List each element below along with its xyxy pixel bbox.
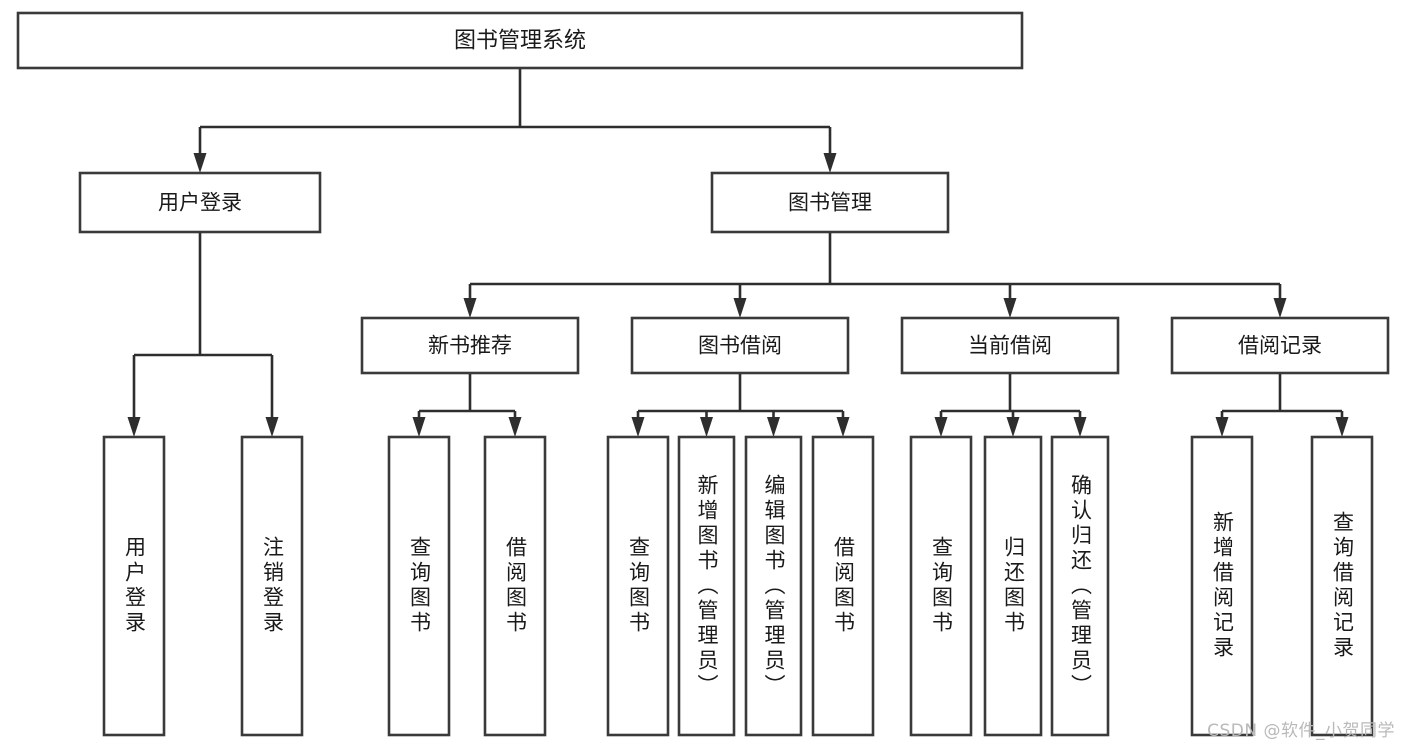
arrowhead [836,417,850,437]
node-box-leaf-user-login[interactable] [102,435,166,737]
arrowhead [934,417,948,437]
connector-layer [127,68,1349,437]
arrowhead [412,417,426,437]
arrowhead [1003,298,1017,318]
arrowhead [700,417,713,437]
node-box-layer [16,11,1390,737]
arrowhead [1335,417,1349,437]
watermark: CSDN @软件_小贺同学 [1207,721,1395,741]
node-box-book-borrow[interactable] [630,316,850,375]
node-box-root[interactable] [16,11,1024,70]
arrowhead [508,417,522,437]
arrowhead [127,417,141,437]
node-box-borrow-record[interactable] [1170,316,1390,375]
node-box-leaf-add-record[interactable] [1190,435,1254,737]
node-label-borrow-record: 借阅记录 [1238,334,1322,358]
node-box-leaf-query-book-3[interactable] [909,435,973,737]
arrowhead [1273,298,1287,318]
arrowhead [1073,417,1087,437]
node-box-leaf-user-logout[interactable] [240,435,304,737]
node-box-new-book-recommend[interactable] [360,316,580,375]
arrowhead [823,153,837,173]
arrowhead [1006,417,1020,437]
node-box-leaf-query-book-1[interactable] [387,435,451,737]
arrowhead [193,153,207,173]
arrowhead [1215,417,1229,437]
node-label-current-borrow: 当前借阅 [968,334,1052,358]
node-label-new-book-recommend: 新书推荐 [428,334,512,358]
arrowhead [463,298,477,318]
node-label-root: 图书管理系统 [454,29,586,54]
node-box-leaf-query-record[interactable] [1310,435,1374,737]
arrowhead [733,298,747,318]
node-box-leaf-return-book[interactable] [983,435,1043,737]
node-box-leaf-query-book-2[interactable] [606,435,670,737]
node-box-leaf-add-book[interactable] [677,435,736,737]
node-box-leaf-edit-book[interactable] [744,435,803,737]
arrowhead [767,417,780,437]
node-box-user-login[interactable] [78,171,322,234]
node-box-book-management[interactable] [710,171,950,234]
arrowhead [631,417,645,437]
node-box-leaf-borrow-book-2[interactable] [811,435,875,737]
arrowhead [265,417,279,437]
node-box-current-borrow[interactable] [900,316,1120,375]
node-label-user-login: 用户登录 [158,191,242,215]
node-label-book-management: 图书管理 [788,191,872,215]
node-box-leaf-borrow-book-1[interactable] [483,435,547,737]
node-label-book-borrow: 图书借阅 [698,334,782,358]
node-box-leaf-confirm-return[interactable] [1050,435,1110,737]
